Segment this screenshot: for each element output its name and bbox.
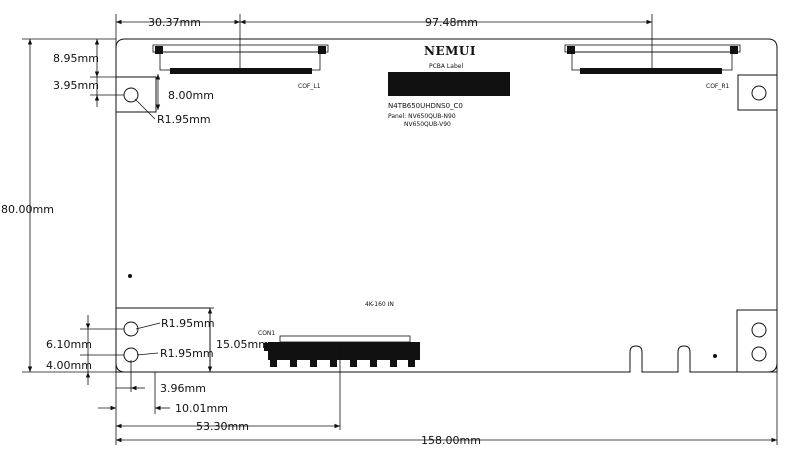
fiducial-dot bbox=[128, 274, 132, 278]
dim-board-width: 158.00mm bbox=[421, 434, 481, 447]
pcba-label-area bbox=[388, 72, 510, 96]
dim-hole-radius-top: R1.95mm bbox=[157, 113, 211, 126]
board-logo: NEMUI bbox=[424, 44, 476, 58]
dim-hole-radius-bottom-2: R1.95mm bbox=[160, 347, 214, 360]
connector-label-left: COF_L1 bbox=[298, 83, 321, 90]
connector-cof-l1 bbox=[152, 44, 329, 74]
mount-block-bottom-right bbox=[736, 309, 778, 373]
connector-con1 bbox=[264, 335, 420, 367]
mount-hole-bottom-right-1 bbox=[751, 322, 767, 338]
fiducial-dot bbox=[713, 354, 717, 358]
dim-hole-side-offset: 3.95mm bbox=[53, 79, 99, 92]
mount-hole-top-right bbox=[751, 85, 767, 101]
dim-connector-offset: 53.30mm bbox=[196, 420, 249, 433]
dim-board-height: 80.00mm bbox=[1, 203, 54, 216]
panel-label: Panel: NV650QUB-N90 bbox=[388, 113, 456, 120]
dim-bottom-block-height: 15.05mm bbox=[216, 338, 269, 351]
dim-top-left-width: 30.37mm bbox=[148, 16, 201, 29]
connector-note-bottom: 4K-160 IN bbox=[365, 301, 394, 308]
connector-label-bottom: CON1 bbox=[258, 330, 275, 337]
board-outline bbox=[115, 38, 778, 373]
connector-label-right: COF_R1 bbox=[706, 83, 730, 90]
dim-hole-radius-bottom-1: R1.95mm bbox=[161, 317, 215, 330]
dim-hole-x-offset: 3.96mm bbox=[160, 382, 206, 395]
dim-hole-spacing: 6.10mm bbox=[46, 338, 92, 351]
dim-block-width: 10.01mm bbox=[175, 402, 228, 415]
mount-hole-bottom-right-2 bbox=[751, 346, 767, 362]
mount-block-top-right bbox=[737, 74, 778, 111]
panel-alt: NV650QUB-V90 bbox=[404, 121, 451, 128]
dim-hole-top-offset: 8.95mm bbox=[53, 52, 99, 65]
mount-block-top-left bbox=[115, 76, 157, 113]
connector-cof-r1 bbox=[564, 44, 741, 74]
dim-top-span: 97.48mm bbox=[425, 16, 478, 29]
mount-hole-bottom-left-2 bbox=[123, 347, 139, 363]
dim-connector-depth: 8.00mm bbox=[168, 89, 214, 102]
mount-hole-bottom-left-1 bbox=[123, 321, 139, 337]
model-code: N4TB650UHDNS0_C0 bbox=[388, 102, 463, 110]
pcba-label-text: PCBA Label bbox=[429, 63, 463, 70]
dim-hole-bottom-offset: 4.00mm bbox=[46, 359, 92, 372]
